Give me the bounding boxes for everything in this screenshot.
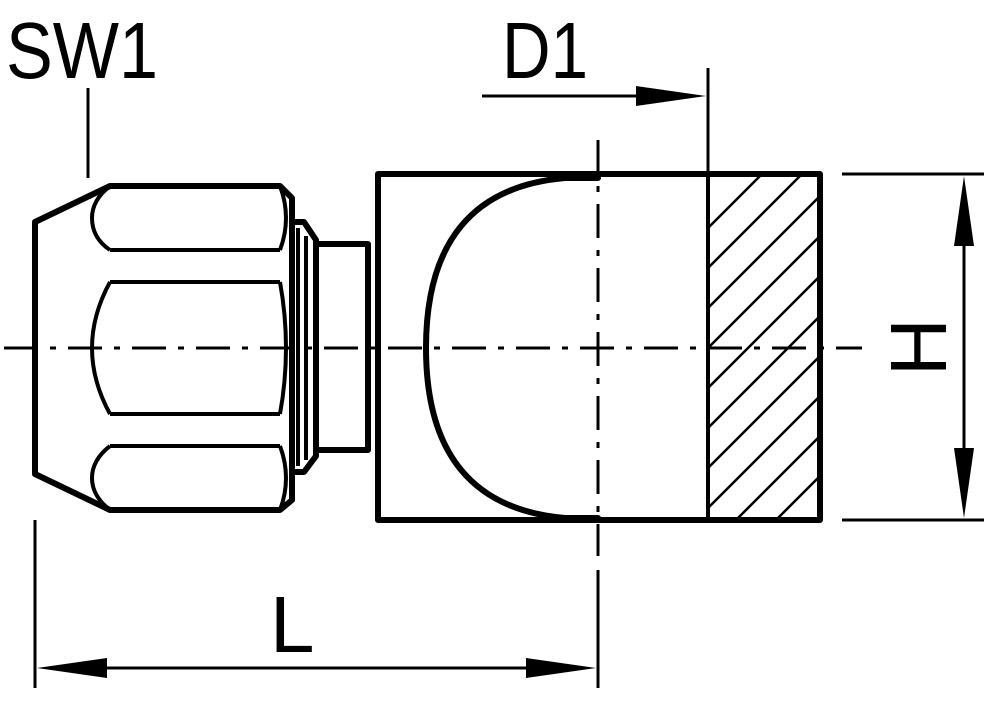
- label-d1: D1: [502, 6, 588, 95]
- neck: [313, 241, 371, 453]
- hatched-section: [708, 176, 818, 518]
- label-sw1: SW1: [6, 6, 158, 95]
- collar-ring: [289, 219, 319, 475]
- l-dimension: [33, 520, 600, 688]
- h-dimension: [842, 172, 984, 522]
- center-lines: [4, 140, 862, 556]
- d1-dimension: [482, 68, 710, 174]
- label-h: H: [874, 318, 963, 376]
- label-l: L: [270, 580, 315, 669]
